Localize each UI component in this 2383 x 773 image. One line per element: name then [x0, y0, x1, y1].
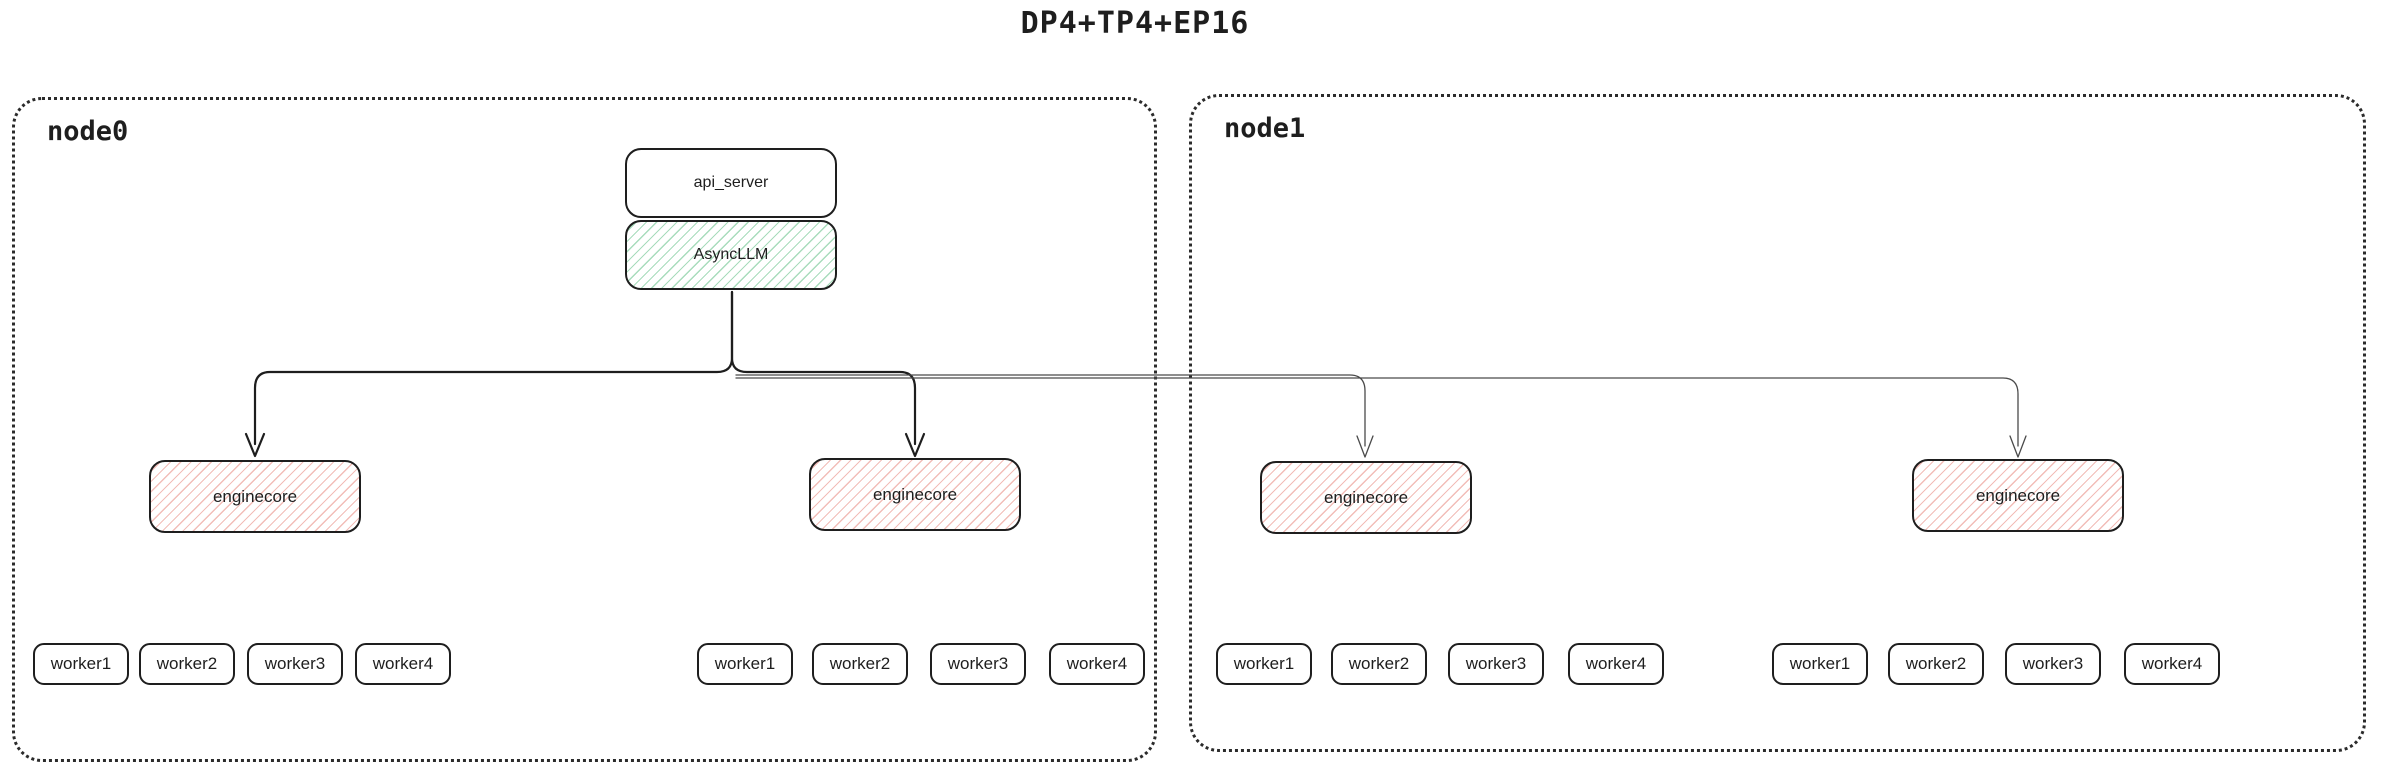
- enginecore-box-1: enginecore: [149, 460, 361, 533]
- node1-label: node1: [1224, 113, 1306, 144]
- api-server-label: api_server: [693, 174, 769, 191]
- diagram-title: DP4+TP4+EP16: [1020, 6, 1250, 41]
- worker-box: worker1: [1216, 643, 1312, 685]
- enginecore-label: enginecore: [1323, 487, 1409, 507]
- enginecore-box-3: enginecore: [1260, 461, 1472, 534]
- worker-box: worker4: [1049, 643, 1145, 685]
- worker-box: worker3: [2005, 643, 2101, 685]
- worker-box: worker1: [1772, 643, 1868, 685]
- worker-box: worker3: [930, 643, 1026, 685]
- worker-box: worker4: [1568, 643, 1664, 685]
- enginecore-label: enginecore: [872, 484, 958, 504]
- worker-box: worker4: [355, 643, 451, 685]
- enginecore-label: enginecore: [1975, 485, 2061, 505]
- asyncllm-box: AsyncLLM: [625, 220, 837, 290]
- worker-box: worker1: [697, 643, 793, 685]
- enginecore-box-2: enginecore: [809, 458, 1021, 531]
- worker-box: worker1: [33, 643, 129, 685]
- enginecore-box-4: enginecore: [1912, 459, 2124, 532]
- worker-box: worker2: [1331, 643, 1427, 685]
- enginecore-label: enginecore: [212, 486, 298, 506]
- asyncllm-label: AsyncLLM: [693, 246, 769, 263]
- worker-box: worker2: [139, 643, 235, 685]
- worker-box: worker3: [247, 643, 343, 685]
- node0-label: node0: [47, 116, 129, 147]
- worker-box: worker2: [1888, 643, 1984, 685]
- worker-box: worker2: [812, 643, 908, 685]
- api-server-box: api_server: [625, 148, 837, 218]
- worker-box: worker4: [2124, 643, 2220, 685]
- worker-box: worker3: [1448, 643, 1544, 685]
